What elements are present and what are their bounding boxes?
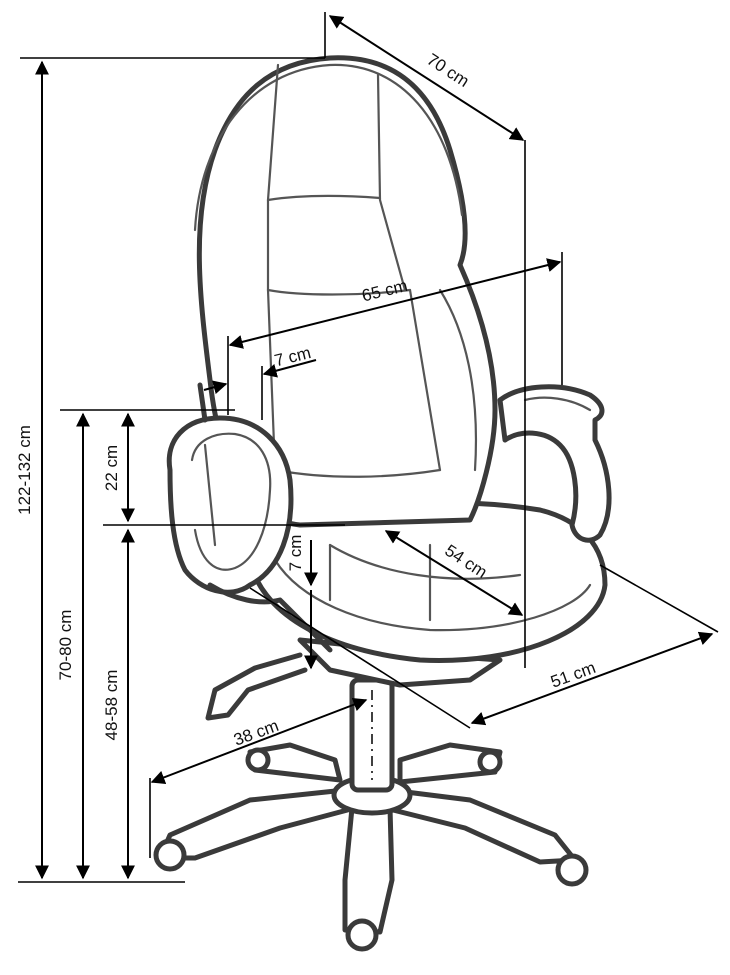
gas-lift: [349, 677, 395, 793]
backrest-width-line: [228, 258, 562, 349]
base-radius-line: [150, 697, 368, 785]
label-seat-cushion: 7 cm: [286, 535, 305, 572]
label-total-height: 122-132 cm: [15, 425, 34, 515]
backrest-depth-line: [328, 15, 525, 141]
label-base-radius: 38 cm: [231, 716, 281, 750]
label-seat-width: 51 cm: [548, 658, 598, 692]
label-backrest-depth: 70 cm: [423, 50, 472, 91]
seat-width-line: [470, 631, 714, 726]
armrest-width-arrow-right: [262, 359, 317, 378]
armrest-width-arrow-left: [203, 380, 228, 395]
chair-drawing: [153, 55, 612, 952]
label-seat-height: 48-58 cm: [102, 670, 121, 741]
label-armrest-to-seat: 22 cm: [102, 445, 121, 491]
dimension-lines: [18, 12, 719, 883]
right-armrest: [497, 384, 612, 543]
seat-depth-line: [384, 530, 524, 616]
left-armrest: [166, 382, 333, 653]
height-lever: [205, 652, 308, 721]
label-armrest-height: 70-80 cm: [56, 610, 75, 681]
